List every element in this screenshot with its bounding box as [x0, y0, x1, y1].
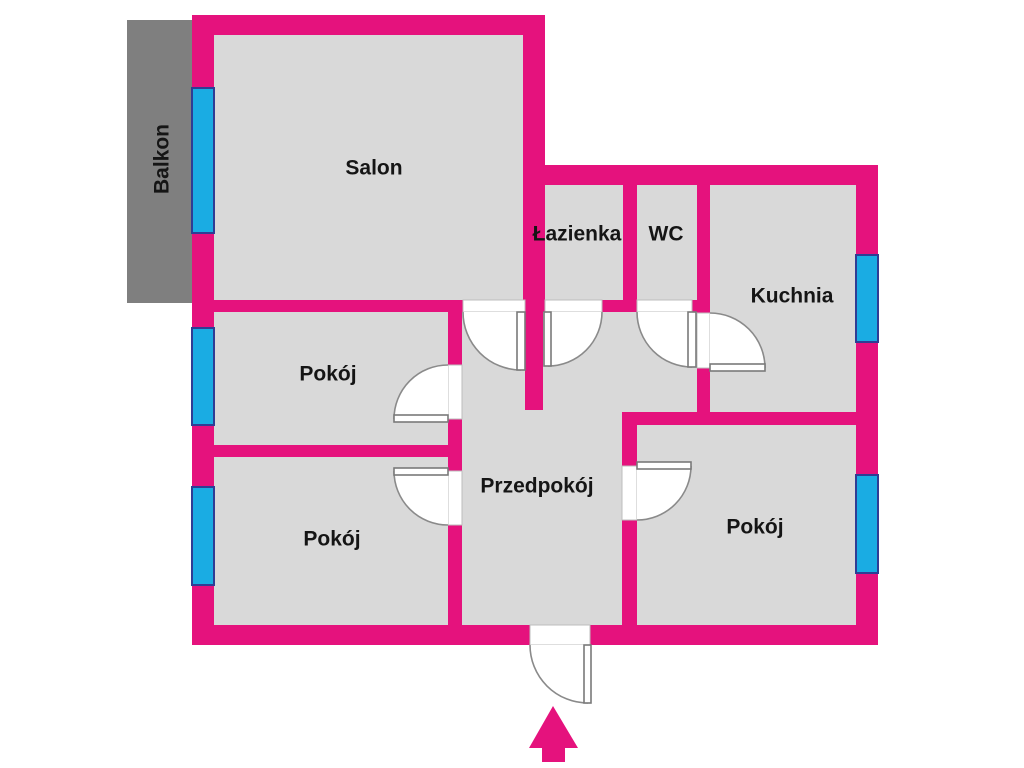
entrance-arrow	[529, 706, 578, 762]
door-sweep-kuchnia	[710, 313, 765, 368]
room-label-pokoj3: Pokój	[726, 516, 783, 539]
opening-salon	[462, 299, 526, 313]
opening-wc	[636, 299, 693, 313]
opening-pokoj2	[447, 470, 463, 526]
room-label-pokoj2: Pokój	[303, 528, 360, 551]
wall-exterior-bottom-right	[590, 625, 878, 645]
door-leaf-lazienka	[543, 311, 552, 367]
wall-hall-left-b	[448, 419, 462, 471]
door-leaf-entrance	[583, 644, 592, 704]
room-salon-floor	[214, 35, 523, 300]
wall-pokoj3-left-a	[622, 412, 637, 466]
door-sweep-lazienka	[548, 312, 602, 366]
room-label-wc: WC	[649, 223, 684, 246]
room-kuchnia-floor	[710, 185, 856, 412]
door-arc-pokoj2	[393, 470, 449, 526]
room-floors	[214, 35, 856, 625]
opening-pokoj1	[447, 364, 463, 420]
windows	[191, 87, 879, 586]
door-openings	[447, 299, 711, 646]
window-pokoj3	[855, 474, 879, 574]
door-sweep-entrance	[530, 645, 588, 703]
door-arc-pokoj3	[636, 465, 692, 521]
wall-pokoj3-left-b	[622, 520, 637, 625]
door-arc-kuchnia	[709, 312, 766, 369]
wall-salon-right	[523, 15, 545, 312]
door-arc-entrance	[529, 644, 589, 704]
door-sweep-salon	[463, 312, 521, 370]
wall-exterior-bottom-left	[192, 625, 530, 645]
door-sweep-pokoj1	[394, 365, 448, 419]
room-label-pokoj1: Pokój	[299, 363, 356, 386]
wall-between-pokoj1-2	[214, 445, 462, 457]
door-leaf-pokoj3	[636, 461, 692, 470]
window-salon-balkon	[191, 87, 215, 234]
room-label-przedpokoj: Przedpokój	[480, 475, 593, 498]
balcony-area	[127, 20, 195, 303]
balcony-label: Balkon	[151, 124, 174, 194]
wall-kuchnia-bottom	[622, 412, 856, 425]
doors	[393, 311, 766, 704]
opening-kuchnia	[696, 312, 711, 369]
door-arc-pokoj1	[393, 364, 449, 420]
door-sweep-pokoj2	[394, 471, 448, 525]
wall-lazienka-wc-divider	[623, 183, 637, 312]
window-kuchnia	[855, 254, 879, 343]
wall-exterior-top-salon	[192, 15, 545, 35]
window-pokoj1	[191, 327, 215, 426]
door-leaf-pokoj1	[393, 414, 449, 423]
opening-lazienka	[544, 299, 603, 313]
opening-pokoj3	[621, 465, 638, 521]
room-label-lazienka: Łazienka	[533, 223, 622, 246]
door-leaf-pokoj2	[393, 467, 449, 476]
door-arc-salon	[462, 311, 522, 371]
door-sweep-wc	[637, 312, 692, 367]
room-pokoj1-floor	[214, 312, 448, 445]
room-wc-floor	[637, 185, 697, 300]
door-arc-wc	[636, 311, 693, 368]
window-pokoj2	[191, 486, 215, 586]
wall-kuchnia-left-lower	[697, 368, 710, 425]
wall-hall-stub	[525, 312, 543, 410]
room-lazienka-floor	[545, 185, 623, 300]
room-label-kuchnia: Kuchnia	[751, 285, 834, 308]
room-labels: Salon Łazienka WC Kuchnia Pokój Pokój Pr…	[151, 124, 834, 551]
room-label-salon: Salon	[345, 157, 402, 180]
door-leaf-wc	[687, 311, 697, 368]
wall-hall-left-a	[448, 300, 462, 365]
door-arc-lazienka	[547, 311, 603, 367]
door-sweep-pokoj3	[637, 466, 691, 520]
room-pokoj3-floor	[637, 425, 856, 625]
wall-salon-bottom	[214, 300, 463, 312]
wall-wc-kuchnia-divider	[697, 183, 710, 313]
opening-entrance	[529, 624, 591, 646]
wall-exterior-top-right	[523, 165, 878, 185]
door-leaf-kuchnia	[709, 363, 766, 372]
wall-hall-left-c	[448, 525, 462, 625]
door-leaf-salon	[516, 311, 526, 371]
